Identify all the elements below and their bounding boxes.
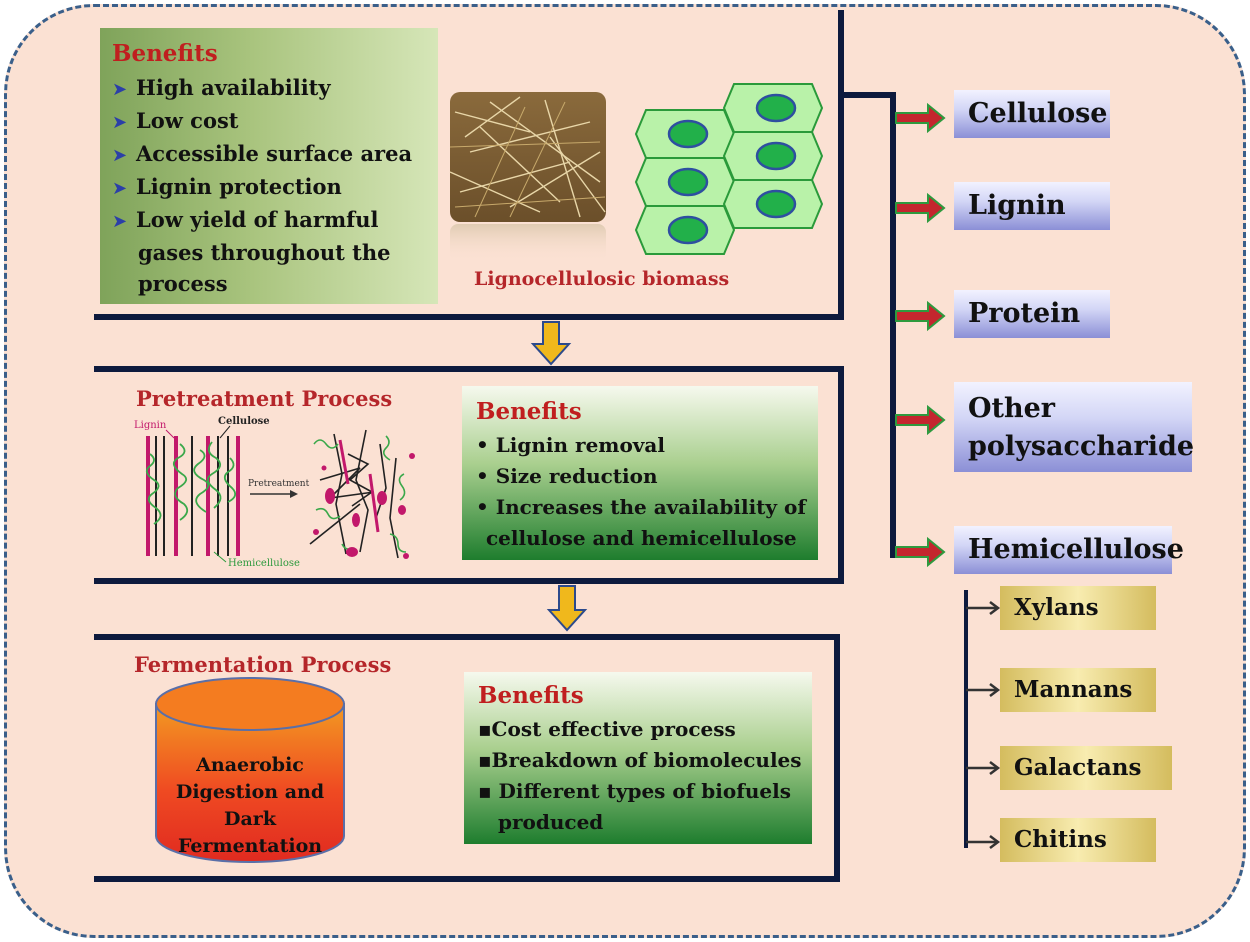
hemicellulose-type-xylans: Xylans	[1000, 586, 1156, 630]
digester-label-line: Digestion and	[175, 781, 325, 803]
red-arrow-icon	[895, 406, 945, 434]
fermentation-benefit-item: ▪ Different types of biofuels	[478, 779, 791, 803]
fermentation-benefits-box: Benefits ▪Cost effective process ▪Breakd…	[464, 672, 812, 844]
red-arrow-icon	[895, 104, 945, 132]
bottom-panel-right-line	[834, 634, 840, 882]
biomass-label: Lignocellulosic biomass	[474, 268, 730, 290]
top-benefit-item-cont: process	[138, 271, 228, 296]
straw-biomass-image	[449, 92, 606, 262]
chevron-right-icon: ➤	[112, 145, 128, 166]
pretreatment-benefits-list: • Lignin removal • Size reduction • Incr…	[476, 430, 806, 554]
fermentation-benefit-item: ▪Cost effective process	[478, 717, 736, 741]
fermentation-benefits-list: ▪Cost effective process ▪Breakdown of bi…	[478, 714, 802, 838]
red-arrow-icon	[895, 538, 945, 566]
lignin-figure-label: Lignin	[134, 420, 167, 431]
fermentation-benefit-item-cont: produced	[498, 810, 604, 834]
top-benefit-item-cont: gases throughout the	[138, 240, 391, 265]
plant-cells-illustration	[634, 83, 824, 255]
digester-cylinder-illustration	[155, 677, 345, 863]
pretreatment-benefit-item: • Lignin removal	[476, 433, 665, 457]
hemicellulose-sub-arrows	[966, 601, 1001, 849]
mid-panel-right-line	[838, 366, 844, 584]
top-benefit-item: ➤Low cost	[112, 105, 412, 138]
top-benefit-item: ➤Lignin protection	[112, 171, 412, 204]
component-hemicellulose: Hemicellulose	[954, 526, 1184, 574]
flow-down-arrow	[546, 585, 588, 632]
trunk-connector-line	[844, 92, 896, 98]
pretreatment-benefits-title: Benefits	[476, 398, 582, 425]
component-arrows	[895, 104, 945, 566]
top-panel-right-line	[838, 10, 844, 320]
red-arrow-icon	[895, 302, 945, 330]
top-benefits-title: Benefits	[112, 40, 218, 67]
mid-panel-bottom-line	[94, 578, 844, 584]
hemicellulose-type-mannans: Mannans	[1000, 668, 1156, 712]
digester-label-line: Fermentation	[177, 835, 323, 857]
chevron-right-icon: ➤	[112, 112, 128, 133]
top-benefit-item: ➤Low yield of harmful	[112, 204, 412, 237]
top-benefits-list: ➤High availability ➤Low cost ➤Accessible…	[112, 72, 412, 299]
hemicellulose-type-chitins: Chitins	[1000, 818, 1156, 862]
mid-panel-top-line	[94, 366, 844, 372]
chevron-right-icon: ➤	[112, 79, 128, 100]
top-benefit-item: ➤High availability	[112, 72, 412, 105]
digester-label-line: Anaerobic	[196, 754, 304, 776]
fermentation-benefits-title: Benefits	[478, 682, 584, 709]
top-benefits-box: Benefits ➤High availability ➤Low cost ➤A…	[100, 28, 438, 304]
top-benefit-item: ➤Accessible surface area	[112, 138, 412, 171]
component-other-line: Other	[968, 393, 1056, 424]
pretreatment-benefits-box: Benefits • Lignin removal • Size reducti…	[462, 386, 818, 560]
pretreatment-title: Pretreatment Process	[136, 386, 393, 411]
fermentation-benefit-item: ▪Breakdown of biomolecules	[478, 748, 802, 772]
red-arrow-icon	[895, 194, 945, 222]
hemicellulose-figure-label: Hemicellulose	[228, 558, 300, 569]
chevron-right-icon: ➤	[112, 178, 128, 199]
pretreatment-arrow-label: Pretreatment	[248, 479, 310, 489]
fermentation-title: Fermentation Process	[134, 652, 392, 677]
bottom-panel-bottom-line	[94, 876, 840, 882]
digester-label: Anaerobic Digestion and Dark Fermentatio…	[170, 752, 330, 860]
component-other-polysaccharide: Other polysaccharide	[954, 382, 1195, 472]
hemicellulose-type-galactans: Galactans	[1000, 746, 1172, 790]
chevron-right-icon: ➤	[112, 211, 128, 232]
cellulose-figure-label: Cellulose	[218, 416, 270, 427]
pretreatment-benefit-item-cont: cellulose and hemicellulose	[486, 526, 797, 550]
component-polysaccharide-line: polysaccharide	[968, 431, 1195, 462]
component-lignin: Lignin	[954, 182, 1110, 230]
component-trunk-line	[890, 92, 896, 558]
digester-label-line: Dark	[224, 808, 276, 830]
component-cellulose: Cellulose	[954, 90, 1110, 138]
component-protein: Protein	[954, 290, 1110, 338]
pretreatment-figure: Lignin Cellulose Hemicellulose Pretreatm…	[134, 416, 415, 569]
pretreatment-benefit-item: • Increases the availability of	[476, 495, 806, 519]
hemicellulose-subtree-line	[964, 590, 968, 848]
top-panel-bottom-line	[94, 314, 844, 320]
flow-down-arrow	[530, 321, 572, 366]
bottom-panel-top-line	[94, 634, 840, 640]
pretreatment-benefit-item: • Size reduction	[476, 464, 658, 488]
